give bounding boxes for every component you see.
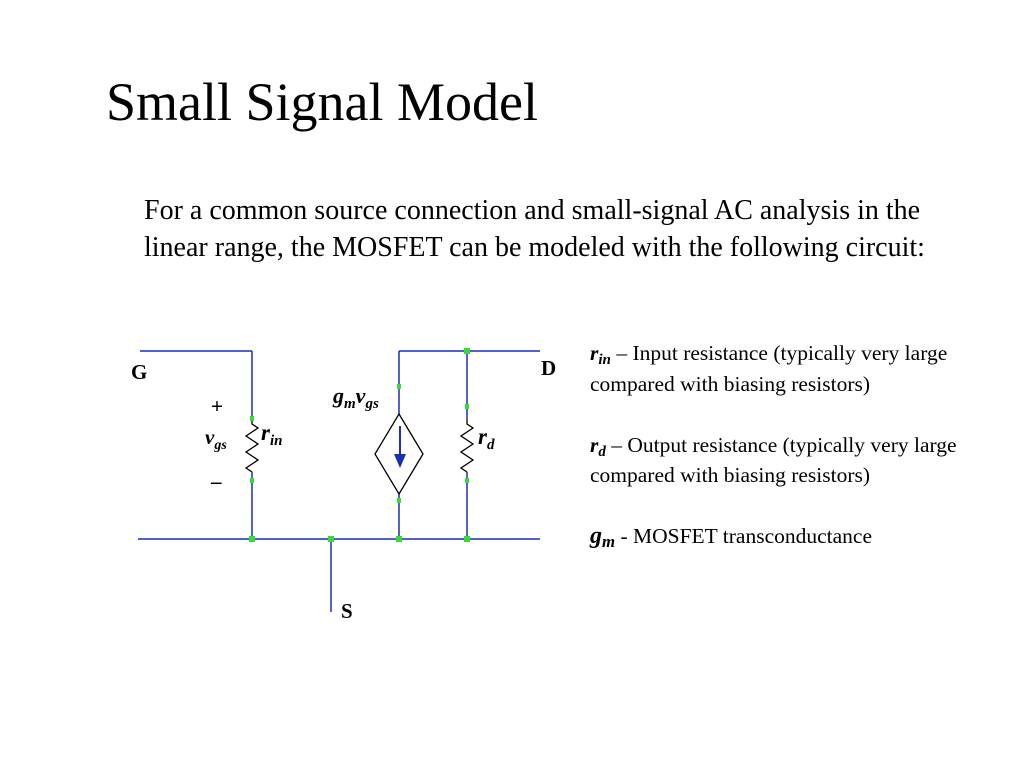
rd-resistor xyxy=(459,420,475,473)
rin-label-sub: in xyxy=(270,433,283,449)
rd-symbol: rd xyxy=(590,432,606,460)
rd-label: rd xyxy=(478,424,495,453)
node-dot xyxy=(464,536,470,542)
gm-label-main: g xyxy=(332,383,344,408)
rin-label: rin xyxy=(261,420,282,449)
node-dot xyxy=(465,478,469,483)
rin-label-main: r xyxy=(261,420,271,445)
vgs-label-sub: gs xyxy=(213,438,227,453)
gm-description: - MOSFET transconductance xyxy=(615,524,873,548)
node-dot xyxy=(397,498,401,503)
node-dot xyxy=(249,536,255,542)
rin-description: – Input resistance (typically very large… xyxy=(590,341,948,396)
current-arrow-down-icon xyxy=(394,454,406,468)
node-dot xyxy=(396,536,402,542)
parameter-notes: rin – Input resistance (typically very l… xyxy=(590,338,980,552)
node-dot xyxy=(328,536,334,542)
vgs-minus-sign: – xyxy=(210,469,222,493)
note-rin: rin – Input resistance (typically very l… xyxy=(590,338,980,399)
gate-label: G xyxy=(131,360,147,384)
gm-symbol-sub: m xyxy=(602,532,616,552)
source-label: S xyxy=(341,599,353,623)
node-dot xyxy=(250,416,254,421)
vgs-plus-sign: + xyxy=(211,394,223,418)
rin-symbol-main: r xyxy=(590,341,599,365)
gm-symbol: gm xyxy=(590,523,616,552)
rd-symbol-main: r xyxy=(590,432,599,457)
drain-label: D xyxy=(541,356,556,380)
node-dot xyxy=(464,348,470,354)
intro-paragraph: For a common source connection and small… xyxy=(144,195,925,263)
node-dot xyxy=(250,478,254,483)
rin-resistor xyxy=(244,420,260,473)
gm-vgs-label: gmvgs xyxy=(332,383,379,412)
node-dot xyxy=(397,384,401,389)
gm-label-sub: m xyxy=(344,396,356,412)
note-gm: gm - MOSFET transconductance xyxy=(590,521,980,552)
vgs-label: vgs xyxy=(205,425,227,453)
note-rd: rd – Output resistance (typically very l… xyxy=(590,430,980,491)
rd-description: – Output resistance (typically very larg… xyxy=(590,432,957,488)
gm-v-label-sub: gs xyxy=(364,396,379,412)
circuit-nodes xyxy=(249,348,470,542)
wires xyxy=(138,350,540,612)
gm-v-label-main: v xyxy=(356,383,366,408)
node-dot xyxy=(465,404,469,409)
gm-symbol-main: g xyxy=(590,523,602,549)
rd-symbol-sub: d xyxy=(598,443,606,460)
rin-symbol: rin xyxy=(590,341,611,368)
slide-title: Small Signal Model xyxy=(106,72,538,132)
rd-label-sub: d xyxy=(487,437,495,453)
rd-label-main: r xyxy=(478,424,488,449)
vgs-label-main: v xyxy=(205,425,215,449)
rin-symbol-sub: in xyxy=(598,351,611,368)
